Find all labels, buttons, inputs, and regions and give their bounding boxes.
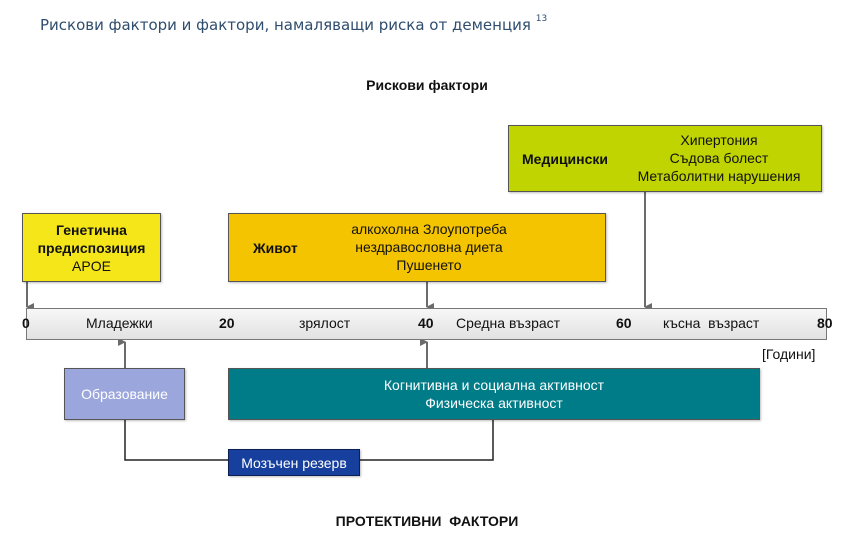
phase-adulthood: зрялост: [299, 315, 351, 331]
medical-label: Медицински: [522, 151, 609, 167]
title-footnote: 13: [535, 14, 548, 24]
risk-factors-heading: Рискови фактори: [366, 77, 488, 93]
tick-20: 20: [219, 315, 235, 331]
medical-item: Хипертония: [680, 132, 758, 148]
phase-middle-age: Средна възраст: [456, 315, 561, 331]
genetic-line-1: Генетична: [56, 221, 127, 238]
lifestyle-risk-box: Живот алкохолна Злоупотреба нездравослов…: [228, 213, 606, 282]
activity-box: Когнитивна и социална активност Физическ…: [228, 368, 760, 420]
lifestyle-item: нездравословна диета: [355, 239, 503, 255]
activity-item: Когнитивна и социална активност: [383, 377, 605, 393]
brain-reserve-label: Мозъчен резерв: [241, 454, 347, 471]
timeline-unit: [Години]: [762, 346, 816, 362]
genetic-line-3: APOE: [72, 257, 111, 274]
brain-reserve-box: Мозъчен резерв: [228, 449, 360, 476]
lifestyle-item: алкохолна Злоупотреба: [351, 221, 507, 237]
tick-40: 40: [418, 315, 434, 331]
title-text: Рискови фактори и фактори, намаляващи ри…: [40, 16, 531, 34]
lifestyle-label: Живот: [253, 240, 298, 256]
medical-risk-box: Медицински Хипертония Съдова болест Мета…: [508, 125, 822, 192]
medical-item: Метаболитни нарушения: [637, 168, 801, 184]
lifestyle-item: Пушенето: [396, 257, 462, 273]
education-box: Образование: [64, 368, 185, 420]
page-title: Рискови фактори и фактори, намаляващи ри…: [40, 14, 548, 34]
genetic-line-2: предиспозиция: [37, 239, 146, 256]
tick-80: 80: [817, 315, 833, 331]
education-label: Образование: [81, 386, 168, 402]
tick-60: 60: [616, 315, 632, 331]
genetic-risk-box: Генетична предиспозиция APOE: [22, 213, 161, 282]
protective-factors-heading: ПРОТЕКТИВНИ ФАКТОРИ: [335, 513, 519, 529]
phase-late-age: късна възраст: [663, 315, 760, 331]
medical-item: Съдова болест: [669, 150, 769, 166]
phase-youth: Младежки: [86, 315, 153, 331]
activity-item: Физическа активност: [425, 395, 563, 411]
tick-0: 0: [22, 315, 30, 331]
age-timeline: [26, 308, 827, 340]
